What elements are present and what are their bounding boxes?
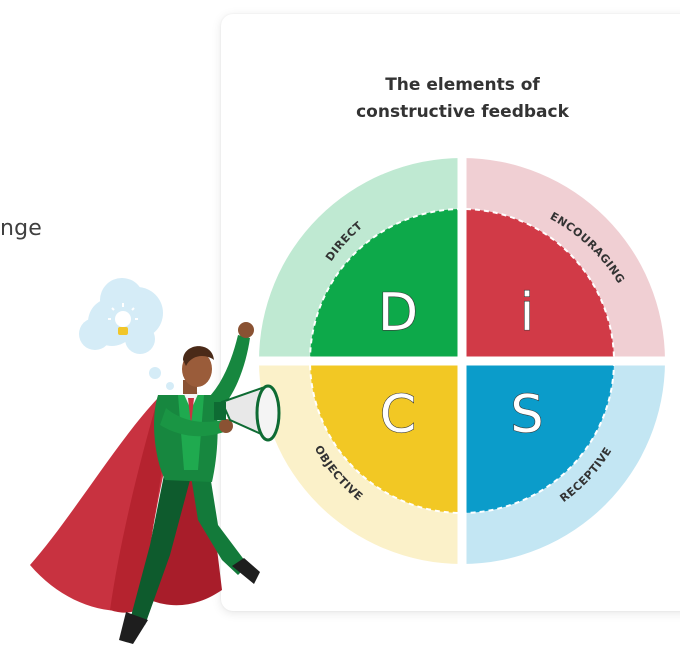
page-text-fragment: nge (0, 216, 43, 241)
ring-segment-direct (259, 158, 462, 361)
card-title-line-1: The elements of (385, 75, 540, 95)
dashed-ring (309, 208, 615, 514)
quadrant-letter-s: S (510, 385, 543, 445)
ring-segment-receptive (462, 361, 665, 564)
quadrant-letter-i: i (520, 283, 534, 343)
lightbulb-icon (108, 303, 138, 335)
thought-bubble (79, 278, 174, 390)
card-title: The elements of constructive feedback (300, 72, 625, 126)
quadrant-i (462, 209, 614, 361)
card-title-line-2: constructive feedback (356, 102, 569, 122)
ring-segment-encouraging (462, 158, 665, 361)
quadrant-letter-c: C (380, 385, 416, 445)
quadrant-c (310, 361, 462, 513)
quadrant-letter-d: D (378, 283, 418, 343)
ring-segment-objective (259, 361, 462, 564)
quadrant-s (462, 361, 614, 513)
quadrant-d (310, 209, 462, 361)
superhero-illustration (30, 322, 281, 644)
